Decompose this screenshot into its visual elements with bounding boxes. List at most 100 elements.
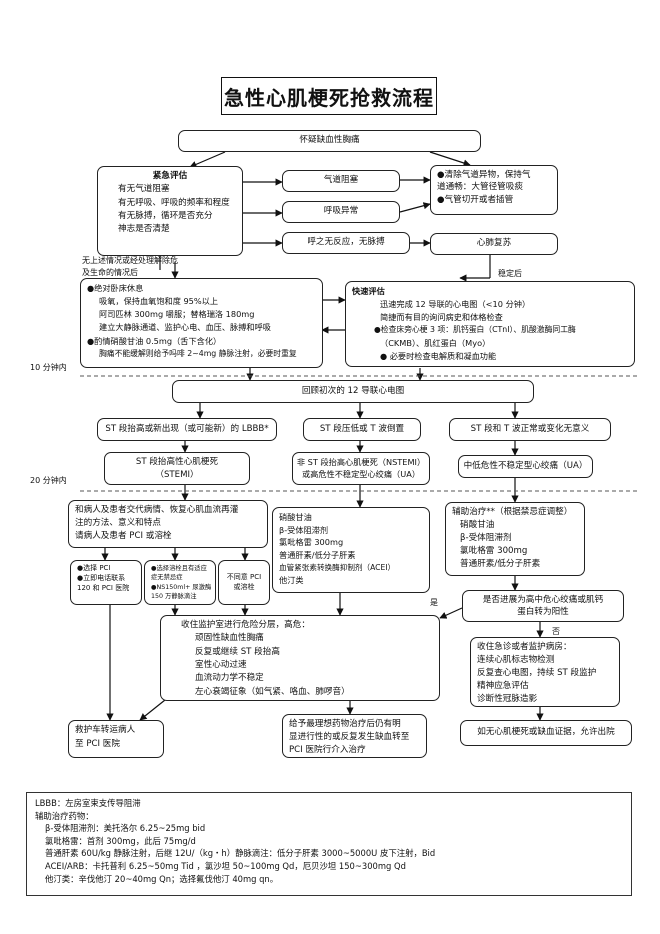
legend-line: β-受体阻滞剂：美托洛尔 6.25~25mg bid bbox=[45, 823, 206, 834]
node-risk-progression-question: 是否进展为高中危心绞痛或肌钙 蛋白转为阳性 bbox=[462, 590, 624, 622]
node-text: 如无心肌梗死或缺血证据，允许出院 bbox=[477, 727, 615, 738]
page-title: 急性心肌梗死抢救流程 bbox=[221, 77, 437, 115]
node-suspected-chest-pain: 怀疑缺血性胸痛 bbox=[178, 130, 481, 152]
node-line: 硝酸甘油 bbox=[279, 512, 312, 522]
legend-line: 他汀类：辛伐他汀 20~40mg Qn；选择氟伐他汀 40mg qn。 bbox=[45, 873, 279, 884]
node-line: 氯吡格雷 300mg bbox=[460, 545, 528, 556]
node-st-normal: ST 段和 T 波正常或变化无意义 bbox=[449, 418, 611, 441]
node-line: 有无气道阻塞 bbox=[118, 184, 170, 195]
label-no: 否 bbox=[552, 627, 560, 636]
node-review-ecg: 回顾初次的 12 导联心电图 bbox=[172, 380, 534, 403]
node-st-depression: ST 段压低或 T 波倒置 bbox=[303, 418, 421, 441]
node-line: 左心衰竭征象（如气紧、咯血、肺啰音） bbox=[195, 686, 350, 697]
node-cpr: 心肺复苏 bbox=[430, 233, 558, 255]
node-line: 或溶栓 bbox=[233, 582, 255, 591]
node-line: 道通畅：大管径管吸痰 bbox=[437, 182, 523, 193]
node-line: ●清除气道异物，保持气 bbox=[437, 170, 531, 180]
node-line: ●绝对卧床休息 bbox=[87, 283, 144, 293]
node-line: 反复或继续 ST 段抬高 bbox=[195, 646, 280, 657]
node-line: 胸痛不能缓解则给予吗啡 2~4mg 静脉注射，必要时重复 bbox=[99, 348, 297, 358]
node-line: 吸氧，保持血氧饱和度 95%以上 bbox=[99, 296, 219, 307]
node-line: ●选择溶栓且有适应 bbox=[151, 565, 207, 572]
node-text: ST 段压低或 T 波倒置 bbox=[319, 423, 405, 434]
node-emergency-evaluation: 紧急评估 有无气道阻塞 有无呼吸、呼吸的频率和程度 有无脉搏，循环是否充分 神志… bbox=[97, 166, 243, 256]
node-line: 有无脉搏，循环是否充分 bbox=[118, 210, 213, 221]
node-line: ●立即电话联系 bbox=[77, 573, 126, 582]
node-line: 血流动力学不稳定 bbox=[195, 673, 264, 684]
node-line: 给予最理想药物治疗后仍有明 bbox=[289, 719, 401, 729]
node-text: 呼吸异常 bbox=[323, 206, 359, 217]
node-line: 普通肝素/低分子肝素 bbox=[460, 558, 541, 569]
node-text: 回顾初次的 12 导联心电图 bbox=[301, 385, 405, 396]
node-heading: 紧急评估 bbox=[152, 171, 188, 181]
legend-line: 普通肝素 60U/kg 静脉注射，后继 12U/（kg・h）静脉滴注：低分子肝素… bbox=[45, 848, 436, 859]
node-line: （STEMI） bbox=[155, 469, 199, 480]
node-refer-pci: 给予最理想药物治疗后仍有明 显进行性的或反复发生缺血转至 PCI 医院行介入治疗 bbox=[282, 714, 427, 758]
node-line: 和病人及患者交代病情、恢复心肌血流再灌 bbox=[75, 505, 239, 515]
node-choose-pci: ●选择 PCI ●立即电话联系 120 和 PCI 医院 bbox=[70, 560, 142, 605]
node-line: 非 ST 段抬高心肌梗死（NSTEMI） bbox=[296, 457, 426, 468]
node-line: ● 必要时检查电解质和凝血功能 bbox=[380, 350, 497, 361]
node-line: 室性心动过速 bbox=[195, 659, 247, 670]
node-line: 氯吡格雷 300mg bbox=[279, 537, 344, 548]
node-line: ST 段抬高性心肌梗死 bbox=[135, 457, 219, 468]
node-text: ST 段抬高或新出现（或可能新）的 LBBB* bbox=[105, 423, 269, 434]
label-resolved: 无上述情况或经处理解除危 及生命的情况后 bbox=[82, 255, 178, 279]
node-line: 反复查心电图，持续 ST 段监护 bbox=[477, 667, 597, 678]
node-line: 血管紧张素转换酶抑制剂（ACEI） bbox=[279, 562, 396, 572]
node-airway-obstruction: 气道阻塞 bbox=[282, 170, 400, 192]
node-text: 心肺复苏 bbox=[476, 238, 512, 249]
label-yes: 是 bbox=[430, 598, 438, 607]
node-discharge: 如无心肌梗死或缺血证据，允许出院 bbox=[460, 720, 632, 746]
node-st-elevation: ST 段抬高或新出现（或可能新）的 LBBB* bbox=[97, 418, 277, 441]
node-line: 蛋白转为阳性 bbox=[517, 607, 569, 617]
label-time-20min: 20 分钟内 bbox=[30, 476, 67, 485]
node-observation-ward: 收住急诊或者监护病房： 连续心肌标志物检测 反复查心电图，持续 ST 段监护 精… bbox=[470, 637, 620, 707]
node-text: 怀疑缺血性胸痛 bbox=[299, 135, 360, 146]
node-text: 中低危性不稳定型心绞痛（UA） bbox=[463, 460, 588, 471]
node-ua-low-risk: 中低危性不稳定型心绞痛（UA） bbox=[458, 455, 593, 478]
node-line: 是否进展为高中危心绞痛或肌钙 bbox=[482, 594, 604, 605]
node-line: 诊断性冠脉造影 bbox=[477, 693, 538, 704]
node-adjuvant-therapy: 辅助治疗**（根据禁忌症调整） 硝酸甘油 β-受体阻滞剂 氯吡格雷 300mg … bbox=[445, 502, 585, 576]
node-quick-evaluation: 快速评估 迅速完成 12 导联的心电图（<10 分钟） 简捷而有目的询问病史和体… bbox=[345, 281, 635, 367]
node-line: 连续心肌标志物检测 bbox=[477, 654, 555, 665]
node-line: 注的方法、意义和特点 bbox=[75, 517, 161, 528]
node-line: 建立大静脉通道、监护心电、血压、脉搏和呼吸 bbox=[99, 322, 271, 333]
node-nstemi: 非 ST 段抬高心肌梗死（NSTEMI） 或高危性不稳定型心绞痛（UA） bbox=[292, 452, 430, 485]
node-line: ●检查床旁心梗 3 项：肌钙蛋白（CTnI）、肌酸激酶同工酶 bbox=[374, 325, 576, 335]
node-line: 顽固性缺血性胸痛 bbox=[195, 633, 264, 644]
node-line: ●酌情硝酸甘油 0.5mg（舌下含化） bbox=[87, 335, 222, 346]
node-text: 呼之无反应，无脉搏 bbox=[307, 237, 385, 248]
legend-line: 辅助治疗药物： bbox=[35, 810, 94, 821]
node-line: 阿司匹林 300mg 嚼服；替格瑞洛 180mg bbox=[99, 309, 255, 320]
node-line: PCI 医院行介入治疗 bbox=[289, 744, 366, 755]
node-inform-family: 和病人及患者交代病情、恢复心肌血流再灌 注的方法、意义和特点 请病人及患者 PC… bbox=[68, 500, 268, 548]
node-line: 神志是否清楚 bbox=[118, 224, 170, 235]
node-line: 或高危性不稳定型心绞痛（UA） bbox=[301, 468, 421, 479]
node-text: ST 段和 T 波正常或变化无意义 bbox=[470, 423, 590, 434]
node-line: 显进行性的或反复发生缺血转至 bbox=[289, 731, 410, 742]
node-text: 气道阻塞 bbox=[323, 175, 359, 186]
node-line: 精神应急评估 bbox=[477, 680, 529, 691]
node-line: 至 PCI 医院 bbox=[75, 738, 120, 749]
node-line: 收住急诊或者监护病房： bbox=[477, 642, 572, 652]
node-line: β-受体阻滞剂 bbox=[279, 524, 329, 535]
node-line: 普通肝素/低分子肝素 bbox=[279, 550, 356, 561]
node-no-pulse: 呼之无反应，无脉搏 bbox=[282, 232, 410, 254]
node-line: 150 万静脉滴注 bbox=[151, 593, 197, 601]
node-line: 迅速完成 12 导联的心电图（<10 分钟） bbox=[380, 299, 531, 310]
node-nstemi-treatment: 硝酸甘油 β-受体阻滞剂 氯吡格雷 300mg 普通肝素/低分子肝素 血管紧张素… bbox=[272, 507, 430, 593]
node-initial-treatment: ●绝对卧床休息 吸氧，保持血氧饱和度 95%以上 阿司匹林 300mg 嚼服；替… bbox=[80, 278, 323, 368]
node-line: ●选择 PCI bbox=[77, 564, 111, 572]
legend-line: 氯吡格雷：首剂 300mg，此后 75mg/d bbox=[45, 835, 196, 846]
legend-line: LBBB：左房室束支传导阻滞 bbox=[35, 798, 141, 808]
label-line: 无上述情况或经处理解除危 bbox=[82, 256, 178, 265]
node-heading: 快速评估 bbox=[352, 286, 385, 296]
node-line: 120 和 PCI 医院 bbox=[77, 583, 130, 592]
node-line: 不同意 PCI bbox=[226, 572, 262, 581]
node-line: 硝酸甘油 bbox=[460, 519, 495, 530]
label-line: 及生命的情况后 bbox=[82, 268, 138, 277]
label-time-10min: 10 分钟内 bbox=[30, 363, 67, 372]
node-ambulance-transfer: 救护车转运病人 至 PCI 医院 bbox=[68, 720, 164, 758]
